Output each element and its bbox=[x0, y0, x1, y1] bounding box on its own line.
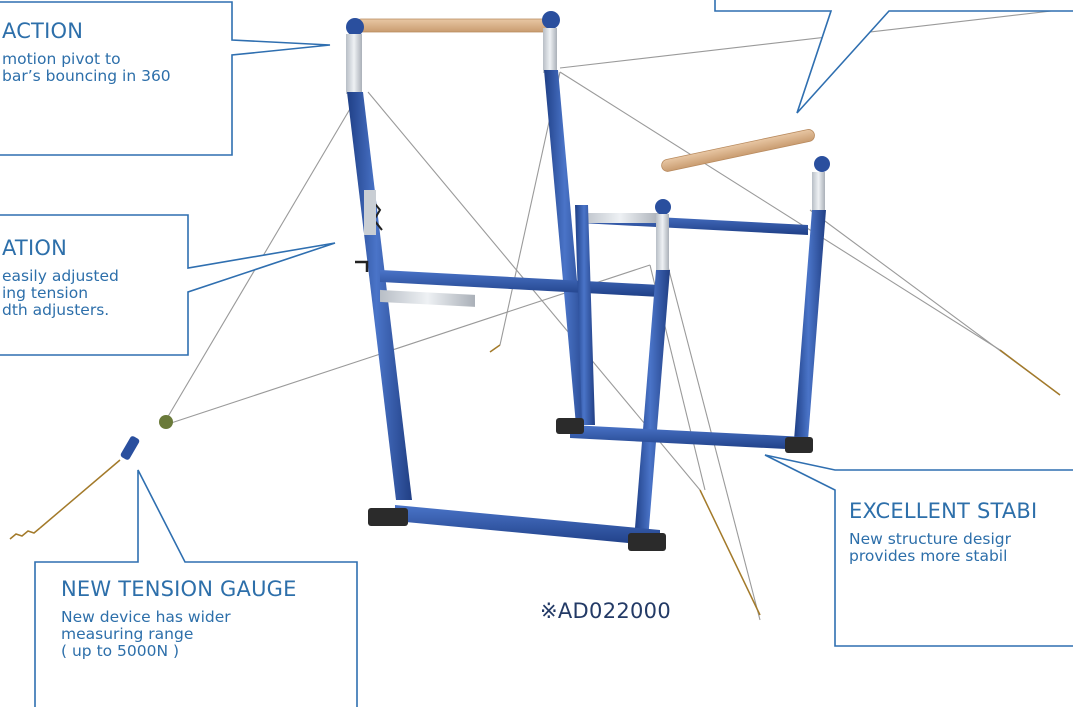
brand-mark: Senoh bbox=[598, 300, 609, 332]
callout-tension-gauge-description: New device has wider measuring range ( u… bbox=[61, 608, 231, 660]
callout-gauge-box bbox=[34, 469, 358, 707]
product-code: ※AD022000 bbox=[540, 599, 671, 623]
callout-stability-title: EXCELLENT STABI bbox=[849, 499, 1038, 523]
callout-tension-gauge-title: NEW TENSION GAUGE bbox=[61, 577, 297, 601]
chain-icon bbox=[9, 344, 1061, 616]
tension-gauge-icon bbox=[120, 415, 173, 460]
callout-adjustment-description: easily adjusted ing tension dth adjuster… bbox=[2, 267, 119, 319]
guy-cables bbox=[162, 9, 1061, 621]
callout-adjustment-title: ATION bbox=[2, 236, 67, 260]
high-bar-rail bbox=[354, 18, 551, 33]
callout-action-box bbox=[0, 1, 331, 156]
high-bar-cap-right bbox=[542, 11, 560, 29]
high-bar-cap-left bbox=[346, 18, 364, 36]
low-bar-cap-right bbox=[814, 156, 830, 172]
callout-stability-description: New structure desigr provides more stabi… bbox=[849, 530, 1011, 565]
callout-action-description: motion pivot to bar’s bouncing in 360 bbox=[2, 50, 171, 85]
low-bar-cap-left bbox=[655, 199, 671, 215]
callout-adjustment: ATION easily adjusted ing tension dth ad… bbox=[2, 236, 186, 319]
callout-tension-gauge: NEW TENSION GAUGE New device has wider m… bbox=[61, 577, 351, 660]
base-rails bbox=[368, 418, 813, 551]
callout-stability-box bbox=[764, 454, 1073, 647]
callout-top-box bbox=[714, 0, 1073, 114]
low-bar-frame bbox=[575, 129, 830, 540]
callout-stability: EXCELLENT STABI New structure desigr pro… bbox=[849, 499, 1071, 565]
low-bar-rail bbox=[661, 129, 815, 172]
high-bar-frame bbox=[346, 11, 590, 500]
callout-adjustment-box bbox=[0, 214, 336, 356]
callout-action-title: ACTION bbox=[2, 19, 84, 43]
cross-tube bbox=[380, 213, 808, 307]
callout-action: ACTION motion pivot to bar’s bouncing in… bbox=[2, 19, 230, 85]
